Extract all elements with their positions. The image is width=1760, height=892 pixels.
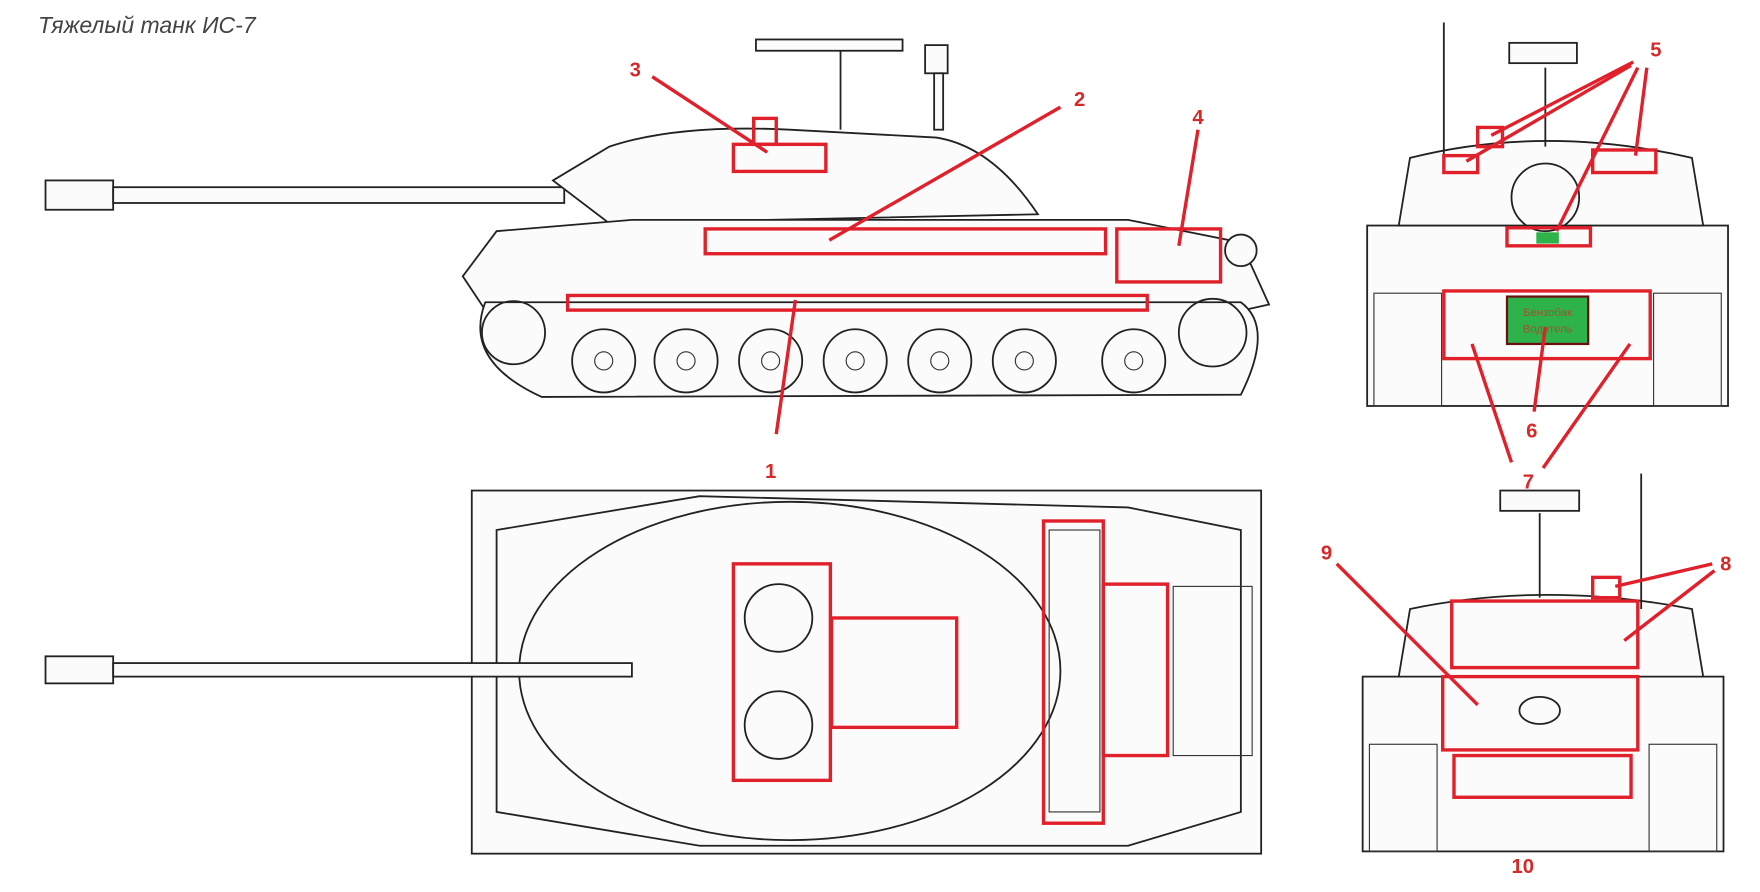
callout-3: 3 <box>630 60 641 82</box>
callout-6: 6 <box>1526 421 1537 443</box>
box-3 <box>731 142 828 174</box>
road-wheels <box>571 328 1167 394</box>
box-9 <box>1441 674 1640 752</box>
side-view <box>44 38 1271 398</box>
drawing-title: Тяжелый танк ИС-7 <box>38 12 256 38</box>
box-5d <box>1505 226 1593 248</box>
callout-8: 8 <box>1720 554 1731 576</box>
box-1 <box>565 293 1149 312</box>
gun-barrel <box>112 186 566 204</box>
box-engine-deck <box>1101 582 1170 758</box>
callout-7: 7 <box>1523 471 1534 493</box>
callout-9: 9 <box>1321 542 1332 564</box>
muzzle-brake <box>44 179 115 211</box>
callout-10: 10 <box>1512 856 1535 878</box>
turret <box>551 127 1040 225</box>
annotations: 1 2 3 4 5 Бензобак Водитель 6 7 <box>565 39 1731 878</box>
callout-4: 4 <box>1192 107 1204 129</box>
front-view <box>1366 22 1729 407</box>
box-5b <box>1442 153 1480 175</box>
box-8b <box>1450 599 1640 670</box>
track <box>479 301 1259 398</box>
rear-view <box>1361 473 1725 853</box>
box-2 <box>703 227 1108 256</box>
box-6-7 <box>1442 289 1652 361</box>
box-10 <box>1452 753 1633 799</box>
box-4 <box>1115 227 1223 284</box>
fuel-tank-text: Бензобак <box>1523 307 1572 319</box>
callout-2: 2 <box>1074 89 1085 111</box>
fuel-tank-driver-label <box>1505 295 1590 346</box>
callout-1: 1 <box>765 461 776 483</box>
callout-5: 5 <box>1650 39 1661 61</box>
top-view <box>44 489 1263 855</box>
box-8a <box>1591 575 1622 600</box>
driver-text: Водитель <box>1523 324 1573 336</box>
box-top-center <box>829 616 959 730</box>
